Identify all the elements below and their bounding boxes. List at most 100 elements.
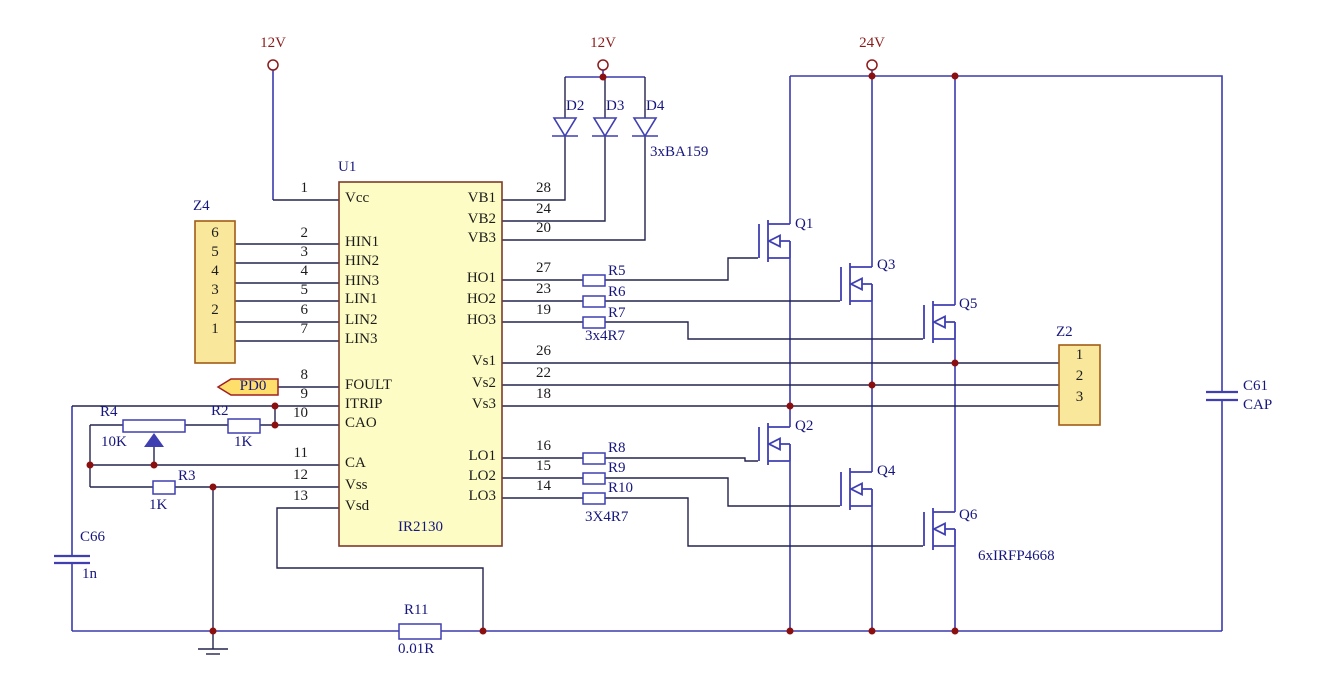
u1-left-pin-name: Vsd [345,498,370,514]
connector-z2-ref: Z2 [1056,324,1073,340]
u1-right-pin-name: HO3 [466,312,496,328]
u1-right-pin-number: 26 [536,343,551,359]
terminal-12v-left [267,59,279,71]
terminal-12v-diode [597,59,609,71]
capacitor-c61-label: C61 [1243,378,1269,394]
u1-right-pin-name: VB3 [467,230,496,246]
u1-left-pin-name: LIN3 [345,331,378,347]
capacitor-c66-symbol [54,554,90,565]
net-flag-pd0-label: PD0 [239,378,267,394]
mosfet-q3-label: Q3 [877,257,896,273]
resistor-ls-group-value: 3X4R7 [585,509,629,525]
resistor-r3-label: R3 [178,468,196,484]
u1-right-pin-number: 19 [536,302,551,318]
diode-d3-symbol [592,117,618,138]
resistor-r2-value: 1K [234,434,253,450]
z4-pin-number: 2 [211,302,219,318]
ic-u1-part: IR2130 [398,519,443,535]
mosfet-q4-label: Q4 [877,463,896,479]
mosfet-q1-symbol [758,219,791,263]
u1-left-pin-number: 3 [300,244,309,260]
resistor-r8-label: R8 [608,440,626,456]
ic-u1-body [338,181,503,547]
power-terminals [267,59,878,71]
u1-left-pin-name: Vss [345,477,368,493]
u1-left-pin-number: 13 [293,488,308,504]
z2-pin-number: 2 [1075,368,1084,384]
u1-left-pin-name: HIN1 [345,234,380,250]
resistor-r11-label: R11 [404,602,429,618]
u1-right-pin-number: 15 [536,458,551,474]
z4-pin-number: 5 [211,244,219,260]
resistor-r11-symbol [398,623,442,640]
u1-right-pin-number: 22 [536,365,551,381]
potentiometer-r4-value: 10K [101,434,127,450]
u1-right-pin-name: LO3 [468,488,497,504]
resistor-r7-label: R7 [608,305,626,321]
resistor-r5-label: R5 [608,263,626,279]
u1-right-pin-name: HO1 [466,270,496,286]
resistor-r8-symbol [582,452,606,465]
u1-right-pin-number: 20 [536,220,551,236]
u1-left-pin-number: 1 [300,180,309,196]
mosfet-group-label: 6xIRFP4668 [978,548,1055,564]
mosfet-q5-label: Q5 [959,296,978,312]
resistor-r6-label: R6 [608,284,626,300]
resistor-r10-symbol [582,492,606,505]
resistor-r3-value: 1K [149,497,168,513]
resistor-r9-label: R9 [608,460,626,476]
u1-left-pin-number: 8 [300,367,309,383]
diode-symbols [552,117,658,138]
u1-right-pin-number: 14 [536,478,551,494]
resistor-r3-symbol [152,480,176,495]
capacitor-c66-value: 1n [82,566,97,582]
u1-right-pin-name: LO2 [468,468,497,484]
u1-right-pin-name: VB2 [467,211,496,227]
mosfet-q6-symbol [923,507,956,551]
ic-u1-ref: U1 [338,159,357,175]
u1-right-pin-number: 16 [536,438,551,454]
resistor-hs-group-value: 3x4R7 [585,328,626,344]
u1-left-pin-name: CAO [345,415,377,431]
diode-group-label: 3xBA159 [650,144,709,160]
power-label-12v-diode: 12V [590,35,616,51]
u1-right-pin-number: 24 [536,201,551,217]
u1-right-pin-number: 28 [536,180,551,196]
u1-left-pin-name: HIN2 [345,253,380,269]
resistor-symbols [122,274,606,640]
resistor-r5-symbol [582,274,606,287]
u1-left-pin-name: HIN3 [345,273,380,289]
u1-left-pin-number: 7 [300,321,309,337]
u1-right-pin-name: VB1 [467,190,496,206]
net-flag-pd0-shape [216,378,279,396]
u1-right-pin-name: Vs3 [471,396,496,412]
power-label-12v-left: 12V [260,35,286,51]
u1-left-pin-name: LIN1 [345,291,378,307]
u1-left-pin-name: CA [345,455,366,471]
z2-pin-number: 3 [1075,389,1084,405]
u1-left-pin-number: 2 [300,225,309,241]
connector-z4-ref: Z4 [193,198,210,214]
resistor-r10-label: R10 [608,480,634,496]
mosfet-q5-symbol [923,300,956,344]
u1-right-pin-number: 18 [536,386,551,402]
mosfet-q4-symbol [840,467,873,511]
u1-right-pin-name: HO2 [466,291,496,307]
resistor-r2-label: R2 [211,403,229,419]
diode-d4-label: D4 [646,98,665,114]
u1-left-pin-number: 12 [293,467,308,483]
capacitor-symbols [54,390,1238,565]
power-label-24v: 24V [859,35,885,51]
u1-right-pin-name: Vs1 [471,353,496,369]
wires-signal [72,77,1059,655]
z2-pin-number: 1 [1075,347,1084,363]
diode-d3-label: D3 [606,98,625,114]
diode-d2-label: D2 [566,98,585,114]
u1-right-pin-number: 23 [536,281,551,297]
capacitor-c61-symbol [1206,390,1238,402]
u1-right-pin-name: LO1 [468,448,497,464]
z4-pin-number: 4 [211,263,219,279]
potentiometer-r4-label: R4 [100,404,118,420]
capacitor-c66-label: C66 [80,529,106,545]
